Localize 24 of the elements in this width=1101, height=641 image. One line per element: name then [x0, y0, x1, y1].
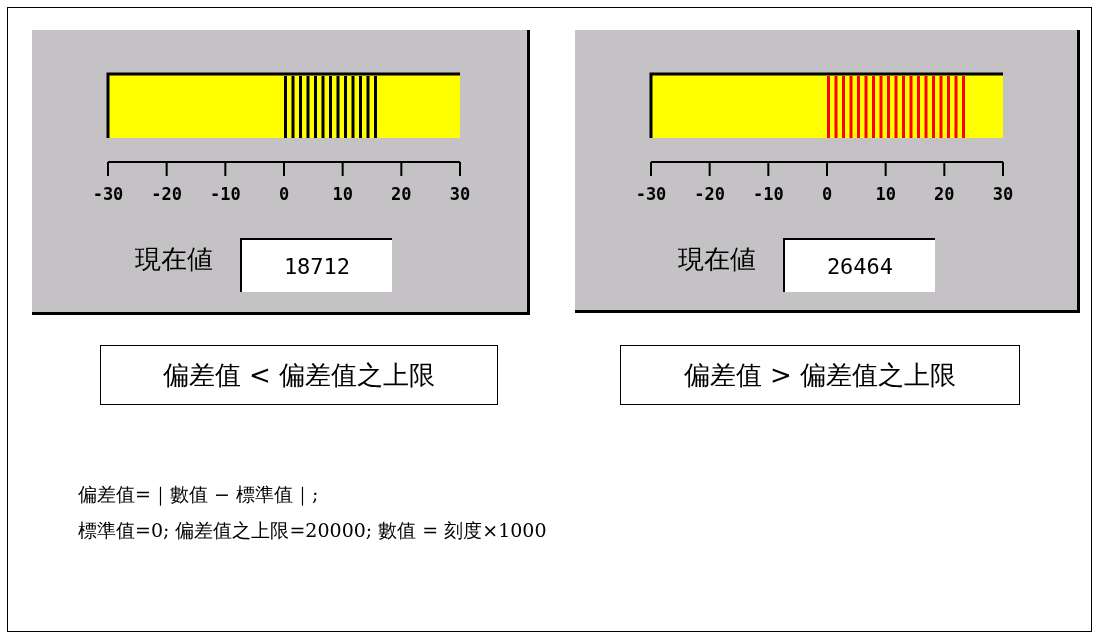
tick-label: 30	[449, 184, 471, 204]
tick-label: -30	[92, 184, 124, 204]
tick-label: -20	[151, 184, 182, 204]
tick-label: 20	[391, 184, 412, 204]
condition-box: 偏差值 > 偏差值之上限	[620, 345, 1020, 405]
gauge-panel	[32, 30, 530, 315]
tick-label: -10	[752, 184, 784, 204]
condition-box: 偏差值 < 偏差值之上限	[100, 345, 498, 405]
value-field: 26464	[783, 238, 935, 292]
formula-note: 偏差值=｜數值 − 標準值｜;	[78, 482, 319, 508]
tick-label: -20	[694, 184, 725, 204]
tick-label: -30	[635, 184, 667, 204]
tick-label: 0	[278, 184, 290, 204]
field-label: 現在値	[678, 243, 756, 276]
tick-label: 10	[332, 184, 353, 204]
formula-note: 標準值=0; 偏差值之上限=20000; 數值 = 刻度×1000	[78, 518, 547, 543]
tick-label: 0	[821, 184, 833, 204]
gauge-panel	[575, 30, 1080, 313]
tick-label: 20	[934, 184, 955, 204]
tick-label: 30	[992, 184, 1014, 204]
field-label: 現在値	[135, 243, 213, 276]
tick-label: -10	[209, 184, 241, 204]
tick-label: 10	[875, 184, 896, 204]
value-field: 18712	[240, 238, 392, 292]
